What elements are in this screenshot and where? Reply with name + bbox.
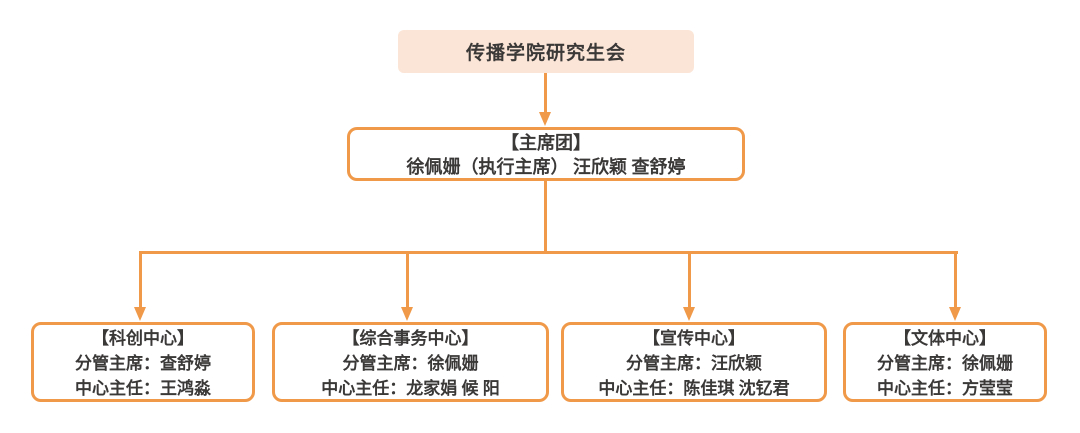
arrow-down-icon (949, 307, 961, 321)
arrow-down-icon (539, 112, 551, 126)
dept-director: 中心主任：方莹莹 (877, 379, 1013, 398)
dept-vice-chair: 分管主席：汪欣颖 (626, 354, 762, 373)
connector-presidium-to-branches (544, 181, 547, 252)
connector-branch-4 (954, 251, 957, 308)
dept-title: 【宣传中心】 (643, 329, 745, 348)
root-title: 传播学院研究生会 (465, 43, 626, 64)
dept-title: 【综合事务中心】 (342, 329, 479, 348)
arrow-down-icon (683, 307, 695, 321)
dept-director: 中心主任：龙家娟 候 阳 (321, 379, 500, 398)
dept-title: 【文体中心】 (894, 329, 996, 348)
node-dept-wenti: 【文体中心】 分管主席：徐佩姗 中心主任：方莹莹 (843, 322, 1047, 402)
node-dept-zonghe-shiwu: 【综合事务中心】 分管主席：徐佩姗 中心主任：龙家娟 候 阳 (272, 322, 549, 402)
arrow-down-icon (134, 307, 146, 321)
connector-branch-bar (139, 251, 958, 254)
node-dept-kechuang: 【科创中心】 分管主席：查舒婷 中心主任：王鸿淼 (31, 322, 255, 402)
presidium-title: 【主席团】 (501, 133, 591, 153)
arrow-down-icon (401, 307, 413, 321)
node-presidium: 【主席团】 徐佩姗（执行主席） 汪欣颖 查舒婷 (347, 127, 745, 181)
connector-branch-1 (139, 251, 142, 308)
dept-vice-chair: 分管主席：徐佩姗 (342, 354, 479, 373)
connector-branch-2 (406, 251, 409, 308)
dept-director: 中心主任：王鸿淼 (75, 379, 211, 398)
node-root: 传播学院研究生会 (398, 30, 694, 73)
dept-vice-chair: 分管主席：徐佩姗 (877, 354, 1013, 373)
connector-branch-3 (688, 251, 691, 308)
connector-root-to-presidium (544, 73, 547, 113)
dept-director: 中心主任：陈佳琪 沈钇君 (598, 379, 790, 398)
dept-vice-chair: 分管主席：查舒婷 (75, 354, 211, 373)
dept-title: 【科创中心】 (92, 329, 194, 348)
presidium-members: 徐佩姗（执行主席） 汪欣颖 查舒婷 (406, 157, 686, 177)
node-dept-xuanchuan: 【宣传中心】 分管主席：汪欣颖 中心主任：陈佳琪 沈钇君 (561, 322, 827, 402)
